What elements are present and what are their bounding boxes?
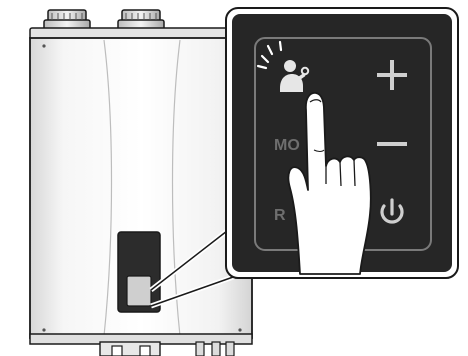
small-panel-highlight	[126, 275, 152, 307]
decrease-button[interactable]	[377, 142, 407, 146]
connection-fitting	[139, 345, 151, 356]
connection-bracket	[99, 341, 161, 356]
vent-pipes	[43, 9, 165, 31]
connection-fitting	[111, 345, 123, 356]
heater-control-panel	[117, 231, 161, 313]
maintenance-person-wrench-icon	[280, 60, 310, 92]
screw	[238, 328, 242, 332]
r-label: R	[274, 207, 286, 224]
press-burst-lines	[256, 40, 283, 70]
gas-pipe	[225, 341, 235, 356]
gas-pipe	[195, 341, 205, 356]
gas-pipe	[211, 341, 221, 356]
front-panel-seam-left	[103, 39, 113, 337]
hand-icon	[287, 92, 372, 275]
increase-button[interactable]	[377, 60, 407, 90]
screw	[42, 328, 46, 332]
plus-icon	[377, 60, 407, 90]
mode-label: MO	[274, 137, 300, 154]
power-button[interactable]	[380, 198, 404, 224]
screw	[42, 44, 46, 48]
callout-connector	[149, 222, 238, 309]
control-panel-callout: MO R	[225, 7, 459, 279]
power-icon	[380, 198, 404, 224]
maintenance-button[interactable]	[256, 40, 310, 92]
hand-shape	[287, 92, 372, 275]
minus-icon	[377, 142, 407, 146]
bottom-connections	[99, 341, 235, 356]
